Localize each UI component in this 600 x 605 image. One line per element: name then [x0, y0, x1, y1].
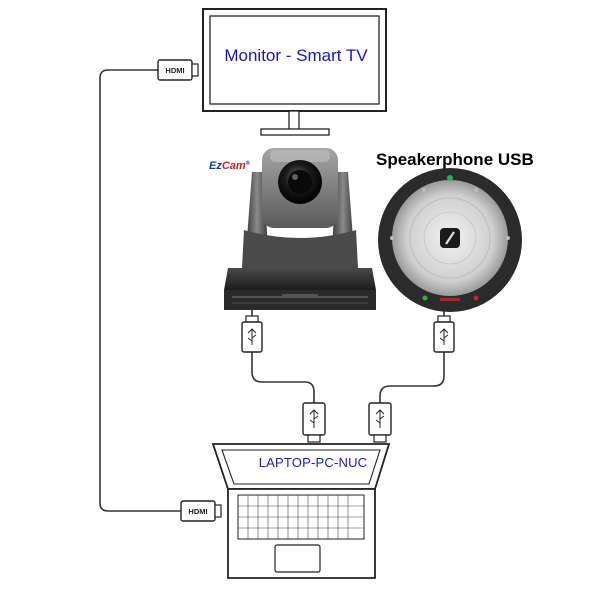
laptop	[211, 443, 391, 579]
usb-connector-camera-top	[241, 315, 263, 353]
camera-base	[224, 268, 376, 290]
hdmi-connector-top	[157, 59, 199, 81]
monitor-base	[260, 128, 330, 136]
monitor-screen	[209, 15, 380, 105]
ezcam-logo: EzCam®	[209, 160, 251, 172]
camera-usb-cable	[251, 352, 315, 403]
speaker-usb-cable	[379, 352, 445, 403]
hdmi-top-label: HDMI	[165, 66, 184, 75]
laptop-screen-inner	[221, 449, 381, 485]
usb-connector-speaker-top	[433, 315, 455, 353]
laptop-label: LAPTOP-PC-NUC	[258, 455, 368, 470]
usb-connector-speaker-laptop	[368, 402, 392, 443]
monitor-label: Monitor - Smart TV	[224, 46, 368, 65]
monitor	[202, 8, 387, 136]
monitor-neck	[288, 110, 300, 131]
speakerphone-label: Speakerphone USB	[376, 150, 534, 169]
ptz-camera	[224, 148, 376, 310]
usb-connector-camera-laptop	[302, 402, 326, 443]
hdmi-bottom-label: HDMI	[188, 507, 207, 516]
laptop-touchpad	[274, 544, 321, 573]
hdmi-connector-bottom	[180, 500, 222, 522]
hdmi-cable	[99, 69, 183, 512]
speakerphone	[378, 168, 522, 312]
